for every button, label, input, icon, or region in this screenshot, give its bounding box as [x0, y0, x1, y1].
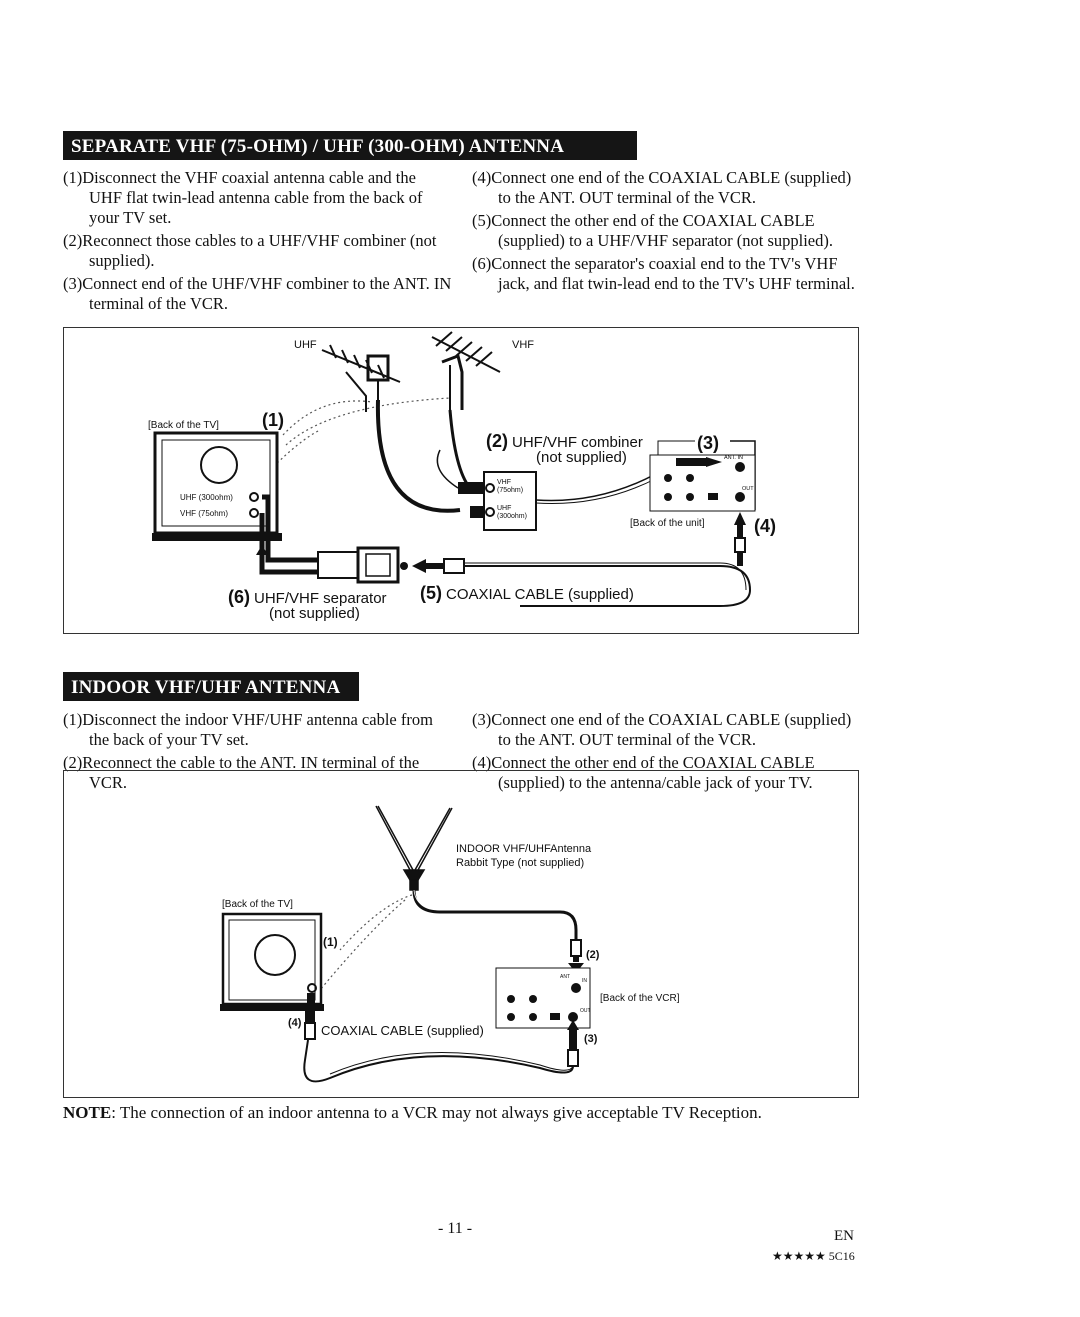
- ant-label-2: ANT: [560, 974, 570, 980]
- ant-in-label: ANT. IN: [724, 455, 743, 461]
- callout-3: (3): [697, 433, 719, 453]
- back-unit-label: [Back of the unit]: [630, 518, 705, 529]
- combiner-uhf-label: UHF: [497, 505, 511, 512]
- uhf-antenna-icon: [321, 344, 401, 412]
- uhf300-label: UHF (300ohm): [180, 493, 233, 502]
- vhf-label: VHF: [512, 339, 534, 351]
- page-number: - 11 -: [438, 1220, 473, 1237]
- callout-2: (2): [486, 431, 508, 451]
- out-label: OUT: [742, 486, 754, 492]
- combiner-note: (not supplied): [536, 449, 627, 466]
- indoor-callout-4: (4): [288, 1017, 302, 1029]
- combiner-vhf-label: VHF: [497, 479, 511, 486]
- indoor-callout-2: (2): [586, 949, 600, 961]
- indoor-step-1: (1)Disconnect the indoor VHF/UHF antenna…: [63, 710, 433, 749]
- callout-6: (6): [228, 587, 250, 607]
- back-vcr-label: [Back of the VCR]: [600, 993, 680, 1004]
- indoor-step-2: (2)Reconnect the cable to the ANT. IN te…: [63, 753, 420, 792]
- antenna-label-2: Rabbit Type (not supplied): [456, 857, 584, 869]
- antenna-label-1: INDOOR VHF/UHFAntenna: [456, 843, 592, 855]
- uhf-label: UHF: [294, 339, 317, 351]
- callout-5: (5): [420, 583, 442, 603]
- in-label-2: IN: [582, 978, 587, 984]
- vhf75-label: VHF (75ohm): [180, 509, 228, 518]
- language-code: EN: [834, 1228, 854, 1244]
- separator-note: (not supplied): [269, 605, 360, 622]
- indoor-callout-3: (3): [584, 1033, 598, 1045]
- step-2: (2)Reconnect those cables to a UHF/VHF c…: [63, 231, 437, 270]
- separator-icon: [317, 546, 408, 584]
- indoor-step-4: (4)Connect the other end of the COAXIAL …: [472, 753, 815, 792]
- diagram-separate-antenna: UHF VHF [Back of the TV] (1) UHF (300ohm…: [148, 331, 776, 622]
- step-4: (4)Connect one end of the COAXIAL CABLE …: [472, 168, 852, 207]
- diagram-frame-2: [63, 770, 859, 1098]
- section-title-indoor-antenna: INDOOR VHF/UHF ANTENNA: [63, 672, 359, 701]
- callout-4: (4): [754, 516, 776, 536]
- back-tv-label-2: [Back of the TV]: [222, 899, 293, 910]
- note-label: NOTE: [63, 1103, 112, 1122]
- model-code: ★★★★★ 5C16: [772, 1249, 855, 1263]
- section-title-separate-antenna: SEPARATE VHF (75-OHM) / UHF (300-OHM) AN…: [63, 131, 637, 160]
- diagram-frame-1: [63, 327, 859, 634]
- section2-left-steps: (1)Disconnect the indoor VHF/UHF antenna…: [63, 710, 453, 796]
- vhf-antenna-icon: [431, 331, 501, 412]
- callout-1: (1): [262, 410, 284, 430]
- combiner-75-label: (75ohm): [497, 487, 523, 494]
- combiner-label: UHF/VHF combiner: [512, 434, 643, 451]
- step-3: (3)Connect end of the UHF/VHF combiner t…: [63, 274, 452, 313]
- rabbit-antenna-icon: [375, 805, 453, 891]
- note-body: : The connection of an indoor antenna to…: [111, 1103, 762, 1122]
- coax-label-1: COAXIAL CABLE (supplied): [446, 586, 634, 603]
- step-5: (5)Connect the other end of the COAXIAL …: [472, 211, 833, 250]
- section2-right-steps: (3)Connect one end of the COAXIAL CABLE …: [472, 710, 862, 796]
- step-6: (6)Connect the separator's coaxial end t…: [472, 254, 855, 293]
- indoor-step-3: (3)Connect one end of the COAXIAL CABLE …: [472, 710, 852, 749]
- section1-left-steps: (1)Disconnect the VHF coaxial antenna ca…: [63, 168, 453, 317]
- tv-back-icon-2: [220, 912, 324, 1011]
- combiner-icon: [458, 471, 537, 531]
- out-label-2: OUT: [580, 1008, 591, 1014]
- indoor-callout-1: (1): [323, 935, 338, 949]
- combiner-300-label: (300ohm): [497, 513, 527, 520]
- vcr-back-icon-2: [495, 967, 591, 1029]
- note-text: NOTE: The connection of an indoor antenn…: [63, 1103, 863, 1123]
- separator-label: UHF/VHF separator: [254, 590, 387, 607]
- section1-right-steps: (4)Connect one end of the COAXIAL CABLE …: [472, 168, 862, 297]
- step-1: (1)Disconnect the VHF coaxial antenna ca…: [63, 168, 423, 227]
- back-tv-label: [Back of the TV]: [148, 420, 219, 431]
- coax-label-2: COAXIAL CABLE (supplied): [321, 1023, 484, 1038]
